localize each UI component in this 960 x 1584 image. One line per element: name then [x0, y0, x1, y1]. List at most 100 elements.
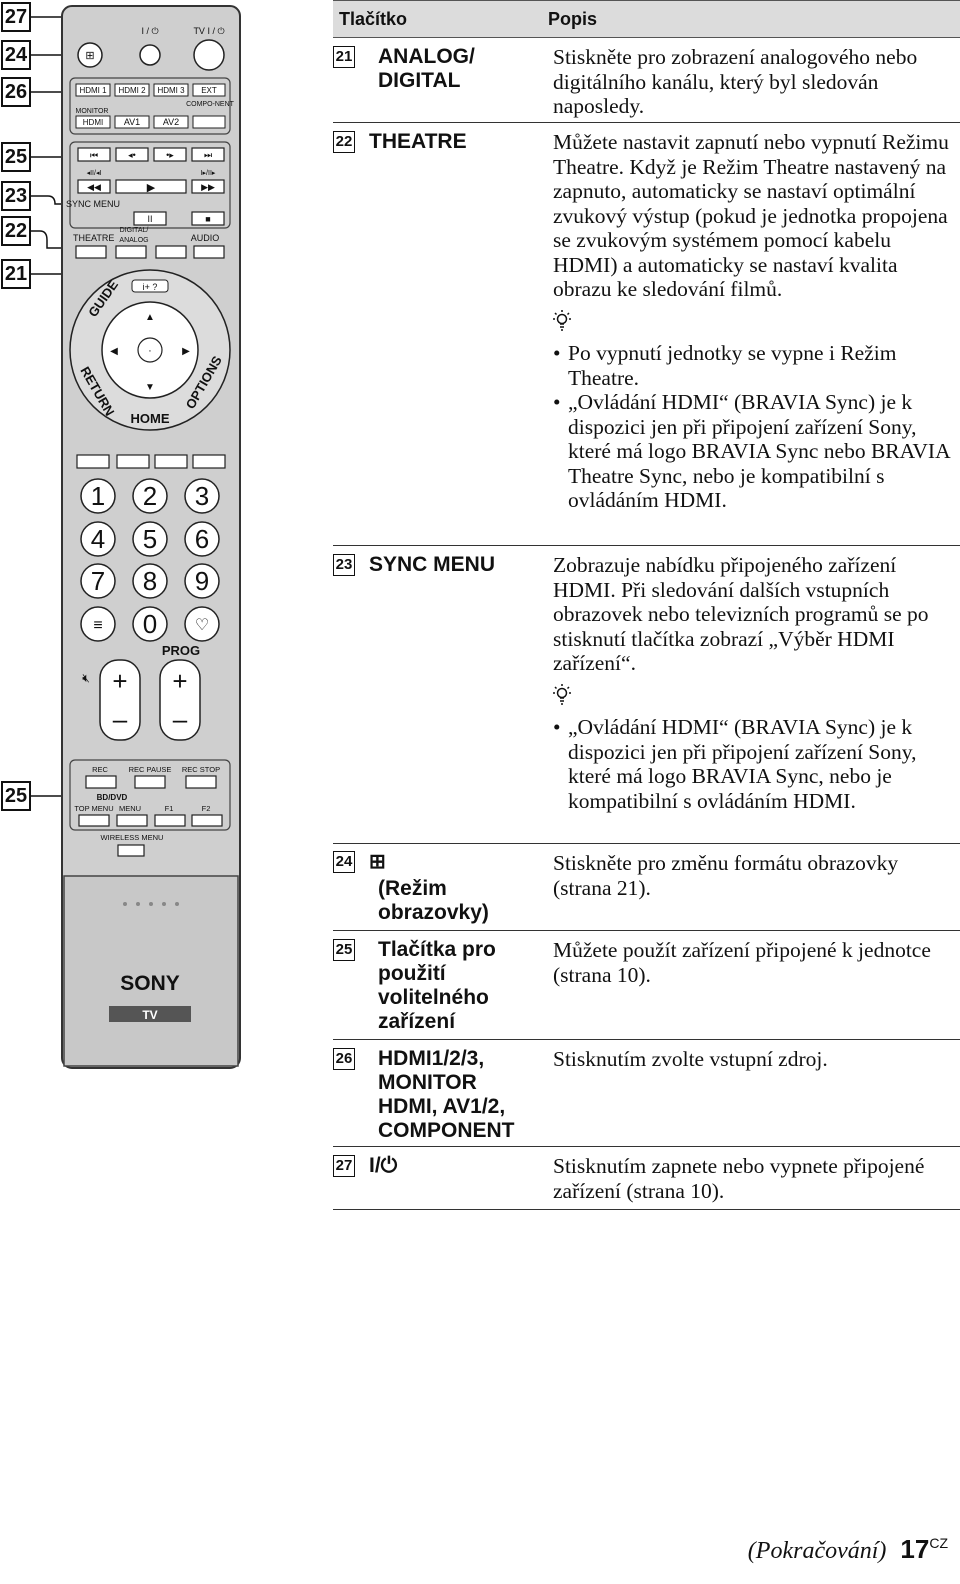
digit-button-9[interactable] [184, 563, 220, 599]
tv-badge-bg [109, 1006, 191, 1022]
f2-button[interactable] [191, 814, 223, 827]
rec-stop-button[interactable] [185, 775, 217, 789]
av1-label: AV1 [124, 117, 140, 127]
digit-label: 0 [143, 609, 157, 639]
svg-text:◂•: ◂• [128, 150, 136, 160]
yellow-key[interactable] [154, 454, 188, 469]
row-description: Stisknutím zvolte vstupní zdroj. [553, 1047, 828, 1071]
audio-button[interactable] [193, 245, 225, 259]
volume-rocker[interactable] [99, 659, 141, 741]
svg-text:■: ■ [205, 214, 210, 224]
wireless-menu-button[interactable] [117, 844, 145, 857]
advance-button[interactable] [153, 147, 187, 162]
indicator-dots [123, 902, 179, 906]
av2-label: AV2 [163, 117, 179, 127]
callout-22: 22 [1, 216, 31, 246]
digit-button-6[interactable] [184, 521, 220, 557]
digit-label: 8 [143, 566, 157, 596]
audio-label: AUDIO [191, 233, 220, 243]
prev-button[interactable] [77, 147, 111, 162]
svg-text:ANALOG: ANALOG [119, 237, 148, 244]
menu-button[interactable] [116, 814, 148, 827]
row-number-badge: 21 [333, 46, 355, 68]
digit-button-1[interactable] [80, 478, 116, 514]
hdmi1-button[interactable] [75, 83, 111, 97]
hdmi2-button[interactable] [114, 83, 150, 97]
theatre-button[interactable] [75, 245, 107, 259]
rec-label: REC [92, 765, 108, 774]
callout-26: 26 [1, 77, 31, 107]
next-button[interactable] [191, 147, 225, 162]
av2-button[interactable] [153, 115, 189, 129]
power-button[interactable] [139, 44, 161, 66]
play-button[interactable] [115, 179, 187, 194]
row-description: Můžete nastavit zapnutí nebo vypnutí Rež… [553, 130, 953, 513]
digit-button-4[interactable] [80, 521, 116, 557]
table-row: 24⊞ (Režim obrazovky) Stiskněte pro změn… [333, 844, 960, 931]
hdmi3-button[interactable] [153, 83, 189, 97]
f1-button[interactable] [154, 814, 186, 827]
digit-button-3[interactable] [184, 478, 220, 514]
continued-label: (Pokračování) [747, 1538, 887, 1564]
svg-text:◀◀: ◀◀ [87, 182, 101, 192]
component-button[interactable] [192, 115, 226, 129]
digital-analog-button[interactable] [115, 245, 147, 259]
callout-21: 21 [1, 259, 31, 289]
top-menu-button[interactable] [78, 814, 110, 827]
row-key-text: Tlačítka pro použití volitelného zařízen… [378, 938, 496, 1033]
info-button[interactable] [131, 279, 169, 293]
ok-button[interactable] [137, 337, 163, 363]
digit-button-8[interactable] [132, 563, 168, 599]
menu-label: MENU [119, 804, 141, 813]
rec-pause-button[interactable] [134, 775, 166, 789]
theatre-label: THEATRE [73, 233, 114, 243]
blue-key[interactable] [192, 454, 226, 469]
rewind-button[interactable] [77, 179, 111, 194]
digit-button-7[interactable] [80, 563, 116, 599]
row-description: Zobrazuje nabídku připojeného zařízení H… [553, 553, 953, 813]
replay-button[interactable] [115, 147, 149, 162]
tip-icon [553, 309, 953, 338]
digit-button-5[interactable] [132, 521, 168, 557]
tv-badge: TV [142, 1008, 157, 1022]
digit-button-0[interactable] [132, 606, 168, 642]
component-label: COMPO-NENT [186, 101, 235, 108]
av1-button[interactable] [114, 115, 150, 129]
tip-icon [553, 683, 953, 712]
fast-forward-button[interactable] [191, 179, 225, 194]
pause-button[interactable] [133, 211, 167, 226]
stop-button[interactable] [191, 211, 225, 226]
header-desc: Popis [548, 9, 598, 29]
svg-text:▶: ▶ [147, 182, 156, 194]
text-button[interactable] [80, 606, 116, 642]
monitor-hdmi-button[interactable] [75, 115, 111, 129]
table-header: Tlačítko Popis [333, 0, 960, 38]
rec-button[interactable] [85, 775, 117, 789]
tv-power-button[interactable] [193, 39, 225, 71]
subtitle-button[interactable] [155, 245, 187, 259]
favourites-icon: ♡ [195, 617, 209, 634]
svg-text:▶▶: ▶▶ [201, 182, 215, 192]
navigation-area: · ▲ ▼ ◀ ▶ GUIDE RETURN HOME OPTIONS i+ ? [69, 269, 231, 431]
row-key-text: I/⏻ [369, 1154, 398, 1177]
digit-label: 7 [91, 566, 105, 596]
favourites-button[interactable] [184, 606, 220, 642]
prog-rocker[interactable] [159, 659, 201, 741]
wireless-menu-label: WIRELESS MENU [101, 833, 164, 842]
page-number: 17 [900, 1534, 930, 1564]
power-area: ⊞ I / ⏻ TV I / ⏻ [77, 26, 225, 71]
tip-bullet: „Ovládání HDMI“ (BRAVIA Sync) je k dispo… [553, 715, 953, 813]
green-key[interactable] [116, 454, 150, 469]
red-key[interactable] [76, 454, 110, 469]
digit-button-2[interactable] [132, 478, 168, 514]
digit-label: 2 [143, 481, 157, 511]
screen-mode-button[interactable] [77, 42, 103, 68]
ext-button[interactable] [192, 83, 226, 97]
